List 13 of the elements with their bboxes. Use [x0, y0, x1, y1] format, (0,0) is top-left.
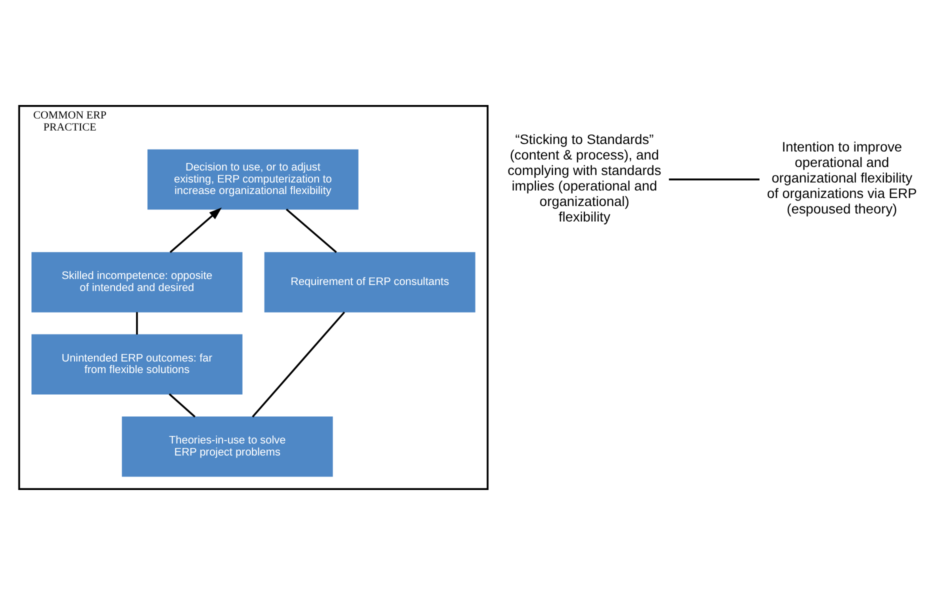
connector	[286, 208, 337, 253]
connector	[168, 392, 196, 417]
connector	[252, 311, 346, 417]
node-box: Decision to use, or to adjust existing, ERP computerization to increase organizational flexibility	[147, 148, 358, 210]
arrow	[170, 206, 222, 253]
connector	[136, 312, 138, 334]
node-text: “Sticking to Standards” (content & process), and complying with standards implies (operational and organizational) flexibility	[508, 131, 662, 224]
node-box: Requirement of ERP consultants	[264, 252, 476, 312]
node-box: Skilled incompetence: opposite of intended and desired	[32, 252, 242, 312]
node-box: Unintended ERP outcomes: far from flexible solutions	[32, 334, 242, 394]
connector	[668, 178, 760, 180]
node-box: Theories-in-use to solve ERP project problems	[122, 416, 333, 476]
node-text: Intention to improve operational and organizational flexibility of organizations via ERP (espoused theory)	[767, 139, 917, 216]
